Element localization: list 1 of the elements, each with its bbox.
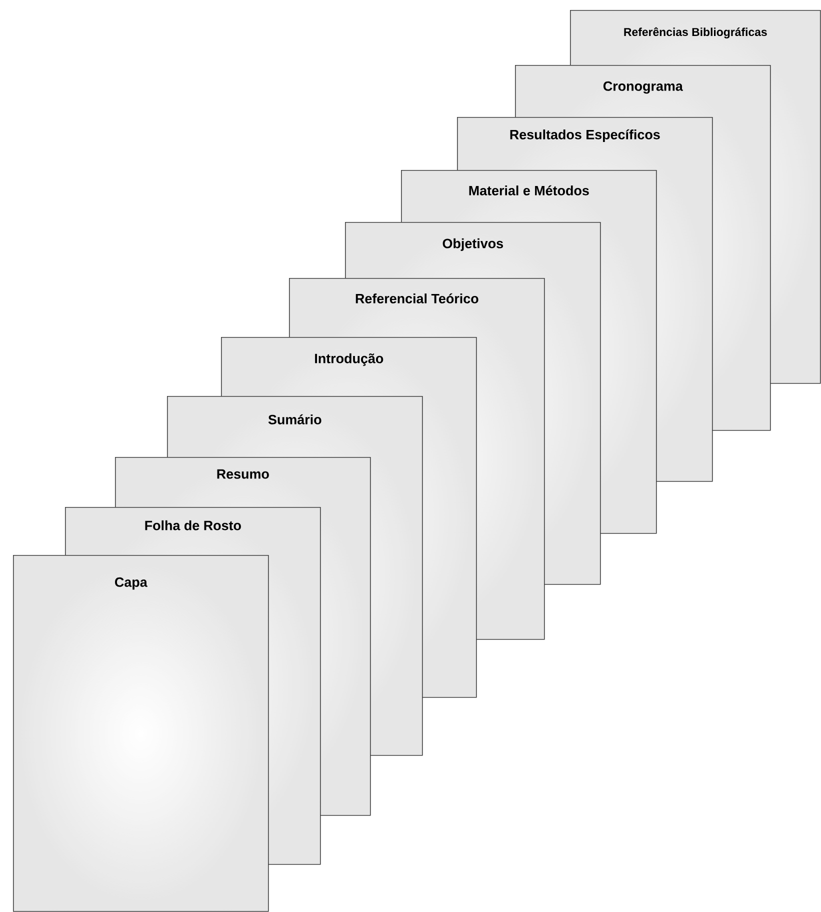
page-sheet: Capa — [13, 555, 269, 912]
